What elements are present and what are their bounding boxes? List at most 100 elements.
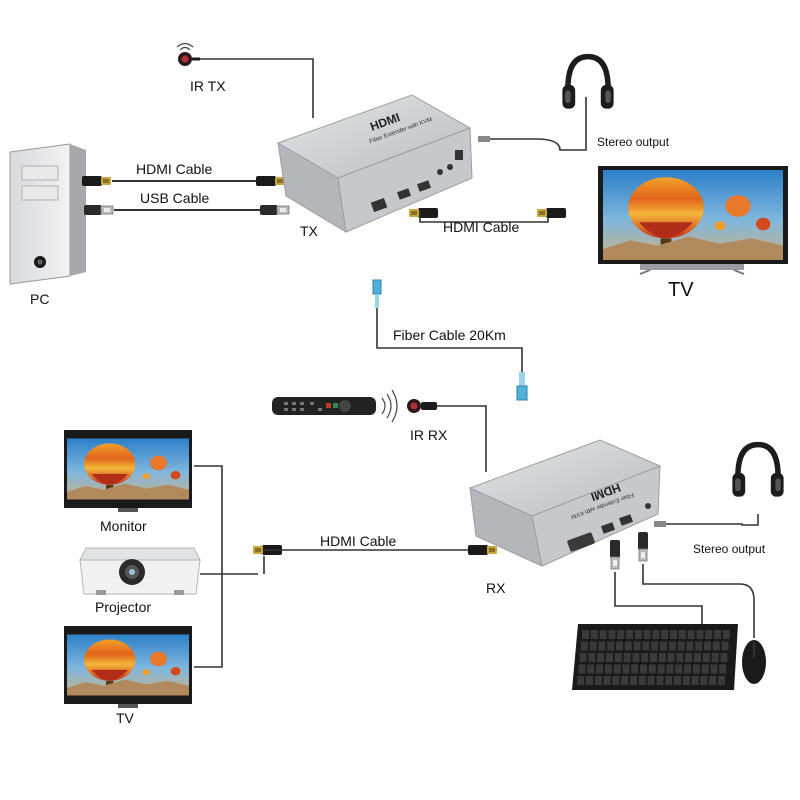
keyboard-key	[674, 676, 681, 685]
keyboard-key	[676, 653, 684, 662]
keyboard-key	[634, 630, 642, 639]
ir-signal-icon	[381, 389, 398, 423]
keyboard-key	[590, 630, 598, 639]
keyboard-key	[721, 641, 729, 651]
keyboard-key	[577, 676, 585, 685]
headphones-bottom-icon	[732, 445, 783, 497]
usb-cable-pc	[84, 204, 290, 216]
keyboard-key	[617, 630, 625, 639]
stereo-output-top-label: Stereo output	[597, 135, 670, 149]
keyboard-key	[720, 653, 728, 662]
keyboard-key	[710, 664, 718, 674]
keyboard-key	[652, 630, 660, 639]
keyboard-key	[647, 676, 655, 685]
headphones-top-icon	[562, 57, 613, 109]
pc-tower	[9, 143, 86, 285]
keyboard-key	[588, 653, 596, 662]
keyboard-key	[597, 653, 605, 662]
monitor-label: Monitor	[100, 518, 147, 534]
tv-top	[598, 166, 788, 275]
usb-plugs-rx	[609, 532, 649, 570]
keyboard-key	[642, 641, 650, 651]
ir-rx-label: IR RX	[410, 427, 448, 443]
keyboard-key	[718, 676, 725, 685]
rx-label: RX	[486, 580, 506, 596]
keyboard-key	[685, 653, 693, 662]
keyboard-key	[667, 653, 675, 662]
keyboard-key	[702, 653, 710, 662]
keyboard-key	[603, 676, 611, 685]
keyboard-key	[631, 664, 639, 674]
projector	[79, 547, 201, 595]
keyboard-key	[651, 641, 659, 651]
keyboard-key	[641, 653, 649, 662]
keyboard-key	[661, 630, 669, 639]
keyboard-key	[670, 630, 677, 639]
keyboard-key	[606, 653, 613, 662]
keyboard-key	[596, 664, 603, 674]
hdmi-cable-tv-label: HDMI Cable	[443, 219, 519, 235]
keyboard-key	[658, 653, 666, 662]
keyboard-key	[579, 653, 587, 662]
keyboard-key	[705, 630, 713, 639]
keyboard-key	[607, 641, 615, 651]
keyboard-key	[711, 653, 719, 662]
keyboard-key	[700, 676, 708, 685]
keyboard-key	[640, 664, 647, 674]
keyboard-key	[682, 676, 690, 685]
tx-device: HDMI Fiber Extender with KVM	[276, 94, 473, 233]
keyboard-key	[608, 630, 616, 639]
keyboard-key	[604, 664, 612, 674]
projector-label: Projector	[95, 599, 151, 615]
keyboard-key	[587, 664, 595, 674]
tv-bottom-label: TV	[116, 710, 135, 726]
keyboard-key	[582, 630, 589, 639]
remote-control-icon	[272, 397, 376, 415]
stereo-output-bottom-label: Stereo output	[693, 542, 766, 556]
keyboard-key	[695, 641, 703, 651]
hdmi-cable-pc-label: HDMI Cable	[136, 161, 212, 177]
keyboard-key	[665, 676, 673, 685]
keyboard-key	[626, 630, 633, 639]
ir-tx-label: IR TX	[190, 78, 226, 94]
keyboard-key	[633, 641, 641, 651]
keyboard-key	[624, 641, 632, 651]
keyboard-key	[613, 664, 621, 674]
keyboard-key	[623, 653, 631, 662]
keyboard-key	[614, 653, 622, 662]
pc-label: PC	[30, 291, 49, 307]
keyboard-key	[691, 676, 699, 685]
keyboard-key	[666, 664, 674, 674]
rx-device: HDMI Fiber Extender with KVM	[468, 439, 662, 567]
keyboard-key	[656, 676, 664, 685]
keyboard-key	[678, 630, 686, 639]
keyboard-key	[648, 664, 656, 674]
keyboard-key	[578, 664, 586, 674]
keyboard-key	[694, 653, 701, 662]
keyboard-key	[598, 641, 606, 651]
keyboard-key	[677, 641, 685, 651]
keyboard-icon	[572, 624, 738, 690]
keyboard-key	[638, 676, 646, 685]
keyboard-key	[612, 676, 620, 685]
fiber-cable-label: Fiber Cable 20Km	[393, 327, 506, 343]
keyboard-key	[709, 676, 717, 685]
usb-cable-pc-label: USB Cable	[140, 190, 209, 206]
keyboard-key	[719, 664, 727, 674]
keyboard-key	[580, 641, 588, 651]
hdmi-cable-tv	[409, 208, 566, 223]
keyboard-key	[675, 664, 683, 674]
keyboard-key	[701, 664, 709, 674]
keyboard-key	[712, 641, 720, 651]
keyboard-key	[686, 641, 694, 651]
hdmi-cable-rx-label: HDMI Cable	[320, 533, 396, 549]
keyboard-key	[657, 664, 665, 674]
keyboard-key	[692, 664, 700, 674]
keyboard-key	[630, 676, 637, 685]
monitor	[64, 430, 192, 512]
ir-rx-sensor-icon	[407, 399, 437, 413]
ir-tx-sensor-icon	[176, 42, 200, 66]
hdmi-cable-pc	[82, 176, 285, 186]
keyboard-key	[586, 676, 593, 685]
